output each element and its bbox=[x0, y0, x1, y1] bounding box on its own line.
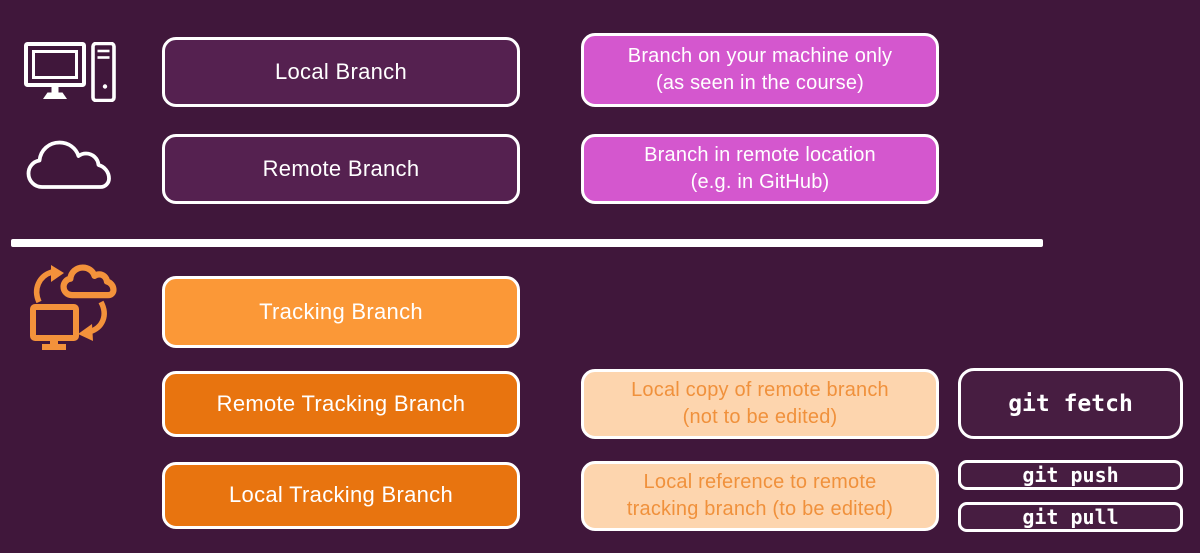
git-push-command-label: git push bbox=[1022, 463, 1119, 487]
remote-branch-label: Remote Branch bbox=[262, 155, 420, 181]
desktop-computer-icon bbox=[24, 42, 116, 102]
git-fetch-command-label: git fetch bbox=[1008, 390, 1133, 417]
local-branch-description-box: Branch on your machine only (as seen in … bbox=[581, 33, 939, 107]
local-branch-description-line1: Branch on your machine only bbox=[627, 45, 893, 67]
remote-branch-description-box: Branch in remote location (e.g. in GitHu… bbox=[581, 134, 939, 204]
tracking-branch-box: Tracking Branch bbox=[162, 276, 520, 348]
cloud-computer-sync-icon bbox=[30, 264, 117, 350]
remote-tracking-description-line2: (not to be edited) bbox=[682, 406, 838, 428]
remote-branch-description-line2: (e.g. in GitHub) bbox=[690, 171, 830, 193]
remote-tracking-description-line1: Local copy of remote branch bbox=[631, 379, 889, 401]
git-pull-command-box: git pull bbox=[958, 502, 1183, 532]
local-tracking-branch-box: Local Tracking Branch bbox=[162, 462, 520, 529]
local-branch-box: Local Branch bbox=[162, 37, 520, 107]
git-push-command-box: git push bbox=[958, 460, 1183, 490]
remote-branch-box: Remote Branch bbox=[162, 134, 520, 204]
tracking-branch-label: Tracking Branch bbox=[259, 298, 423, 324]
local-tracking-description-line2: tracking branch (to be edited) bbox=[626, 498, 894, 520]
local-branch-label: Local Branch bbox=[274, 58, 407, 84]
remote-tracking-branch-label: Remote Tracking Branch bbox=[216, 390, 466, 416]
local-tracking-branch-label: Local Tracking Branch bbox=[229, 482, 453, 508]
remote-branch-description-line1: Branch in remote location bbox=[644, 144, 876, 166]
local-branch-description-line2: (as seen in the course) bbox=[655, 72, 865, 94]
remote-tracking-description-box: Local copy of remote branch (not to be e… bbox=[581, 369, 939, 439]
local-tracking-description-box: Local reference to remote tracking branc… bbox=[581, 461, 939, 531]
git-fetch-command-box: git fetch bbox=[958, 368, 1183, 439]
local-tracking-description-line1: Local reference to remote bbox=[643, 471, 877, 493]
cloud-icon bbox=[26, 140, 111, 189]
git-pull-command-label: git pull bbox=[1022, 505, 1119, 529]
section-divider bbox=[11, 239, 1043, 247]
remote-tracking-branch-box: Remote Tracking Branch bbox=[162, 371, 520, 437]
